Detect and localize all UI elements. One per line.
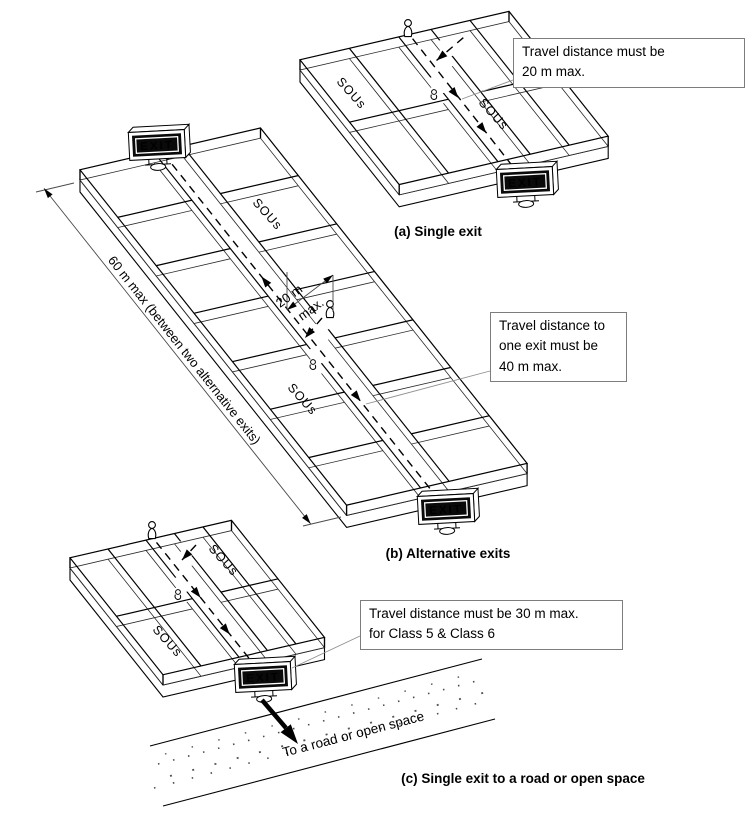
travel-path-b <box>162 152 441 502</box>
road-stipple <box>157 677 489 765</box>
callout-travel-distance-b: Travel distance to one exit must be 40 m… <box>490 312 627 382</box>
building-c-corner-edges <box>69 520 326 685</box>
exit-sign-b-bottom <box>416 487 481 537</box>
caption-b: (b) Alternative exits <box>385 546 511 561</box>
caption-a: (a) Single exit <box>394 224 482 239</box>
building-b-corner-edges <box>79 128 528 516</box>
road-label: To a road or open space <box>281 708 426 759</box>
building-b-floor <box>80 138 528 516</box>
callout-b-leader <box>365 370 491 405</box>
callout-travel-distance-a: Travel distance must be 20 m max. <box>513 38 745 88</box>
dimension-20m: 20 m max. <box>273 272 335 323</box>
person-icon <box>403 19 413 38</box>
exit-sign-a <box>495 160 560 210</box>
travel-path-c <box>155 541 253 663</box>
exit-to-road-arrow <box>260 698 298 744</box>
road-edge-bottom <box>162 718 496 807</box>
building-a-corner-edges <box>299 11 609 195</box>
person-icon <box>147 521 157 540</box>
callout-travel-distance-c: Travel distance must be 30 m max. for Cl… <box>360 600 623 650</box>
callout-a-leader <box>461 79 514 100</box>
caption-c: (c) Single exit to a road or open space <box>401 771 645 786</box>
exit-sign-c <box>233 655 298 705</box>
callout-c-leader <box>291 635 361 669</box>
building-c-floor <box>70 530 325 685</box>
building-c: SOUs SOUs <box>69 519 326 705</box>
road-edge-top <box>149 658 483 747</box>
